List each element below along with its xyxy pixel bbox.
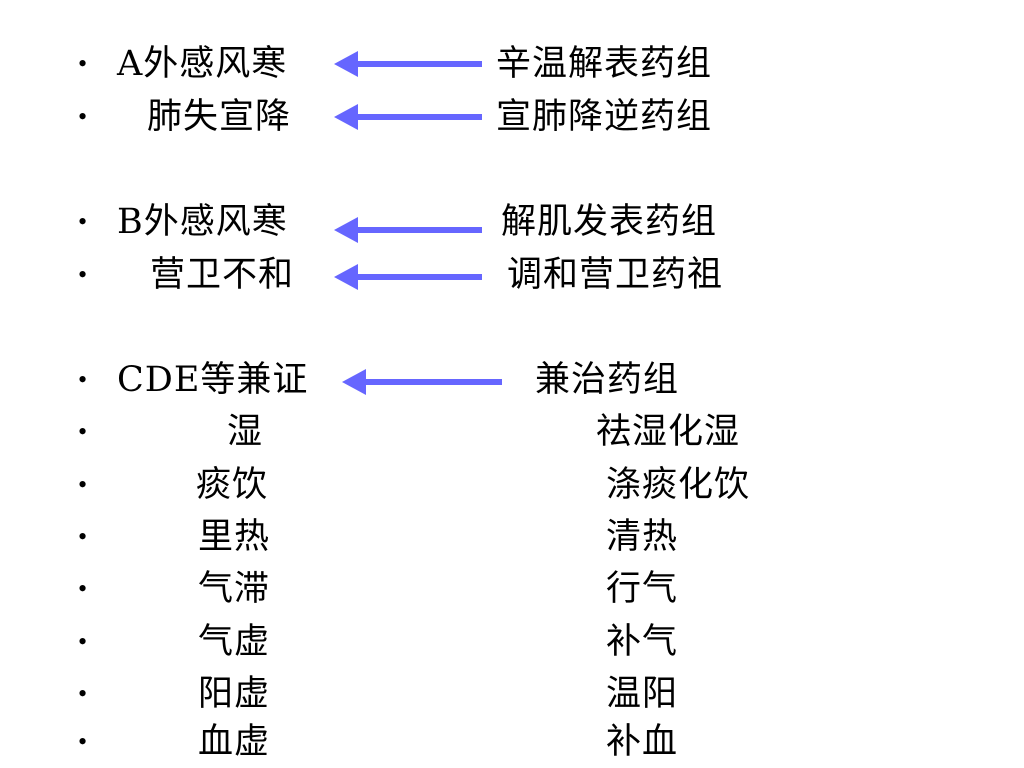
arrow-left-icon	[342, 369, 502, 395]
bullet: •	[78, 102, 88, 131]
bullet: •	[78, 627, 88, 656]
condition-text: B外感风寒	[117, 202, 288, 242]
condition-text: 血虚	[198, 722, 271, 762]
condition-text: 肺失宣降	[147, 97, 292, 137]
list-item: • 营卫不和 调和营卫药祖	[0, 249, 1024, 301]
list-item: • 痰饮 涤痰化饮	[0, 459, 1024, 511]
list-item: • CDE等兼证 兼治药组	[0, 354, 1024, 406]
list-item: • 血虚 补血	[0, 716, 1024, 768]
condition-text: 阳虚	[198, 674, 271, 714]
bullet: •	[78, 522, 88, 551]
treatment-text: 调和营卫药祖	[507, 255, 724, 295]
list-item: • 里热 清热	[0, 511, 1024, 563]
condition-text: 气虚	[198, 622, 271, 662]
arrow-left-icon	[334, 264, 482, 290]
condition-text: 里热	[198, 517, 271, 557]
treatment-text: 补血	[606, 722, 679, 762]
arrow-left-icon	[334, 51, 482, 77]
treatment-text: 行气	[606, 569, 679, 609]
condition-text: CDE等兼证	[117, 360, 309, 400]
list-item: • 肺失宣降 宣肺降逆药组	[0, 91, 1024, 143]
list-item: • 气滞 行气	[0, 563, 1024, 615]
bullet: •	[78, 679, 88, 708]
treatment-text: 兼治药组	[535, 360, 680, 400]
arrow-left-icon	[334, 104, 482, 130]
treatment-text: 涤痰化饮	[606, 465, 751, 505]
list-item: • B外感风寒 解肌发表药组	[0, 196, 1024, 248]
bullet: •	[78, 260, 88, 289]
treatment-text: 宣肺降逆药组	[496, 97, 713, 137]
condition-text: 气滞	[198, 569, 271, 609]
list-item: • A外感风寒 辛温解表药组	[0, 38, 1024, 90]
treatment-text: 解肌发表药组	[501, 202, 718, 242]
arrow-left-icon	[334, 217, 482, 243]
bullet: •	[78, 470, 88, 499]
bullet: •	[78, 207, 88, 236]
treatment-text: 祛湿化湿	[596, 412, 741, 452]
bullet: •	[78, 574, 88, 603]
list-item: • 气虚 补气	[0, 616, 1024, 668]
list-item: • 湿 祛湿化湿	[0, 406, 1024, 458]
treatment-text: 辛温解表药组	[496, 44, 713, 84]
condition-text: 痰饮	[196, 465, 269, 505]
bullet: •	[78, 417, 88, 446]
condition-text: A外感风寒	[117, 44, 288, 84]
bullet: •	[78, 365, 88, 394]
treatment-text: 补气	[606, 622, 679, 662]
bullet: •	[78, 49, 88, 78]
condition-text: 湿	[227, 412, 264, 452]
condition-text: 营卫不和	[150, 255, 295, 295]
treatment-text: 温阳	[606, 674, 679, 714]
list-item: • 阳虚 温阳	[0, 668, 1024, 720]
bullet: •	[78, 727, 88, 756]
treatment-text: 清热	[606, 517, 679, 557]
